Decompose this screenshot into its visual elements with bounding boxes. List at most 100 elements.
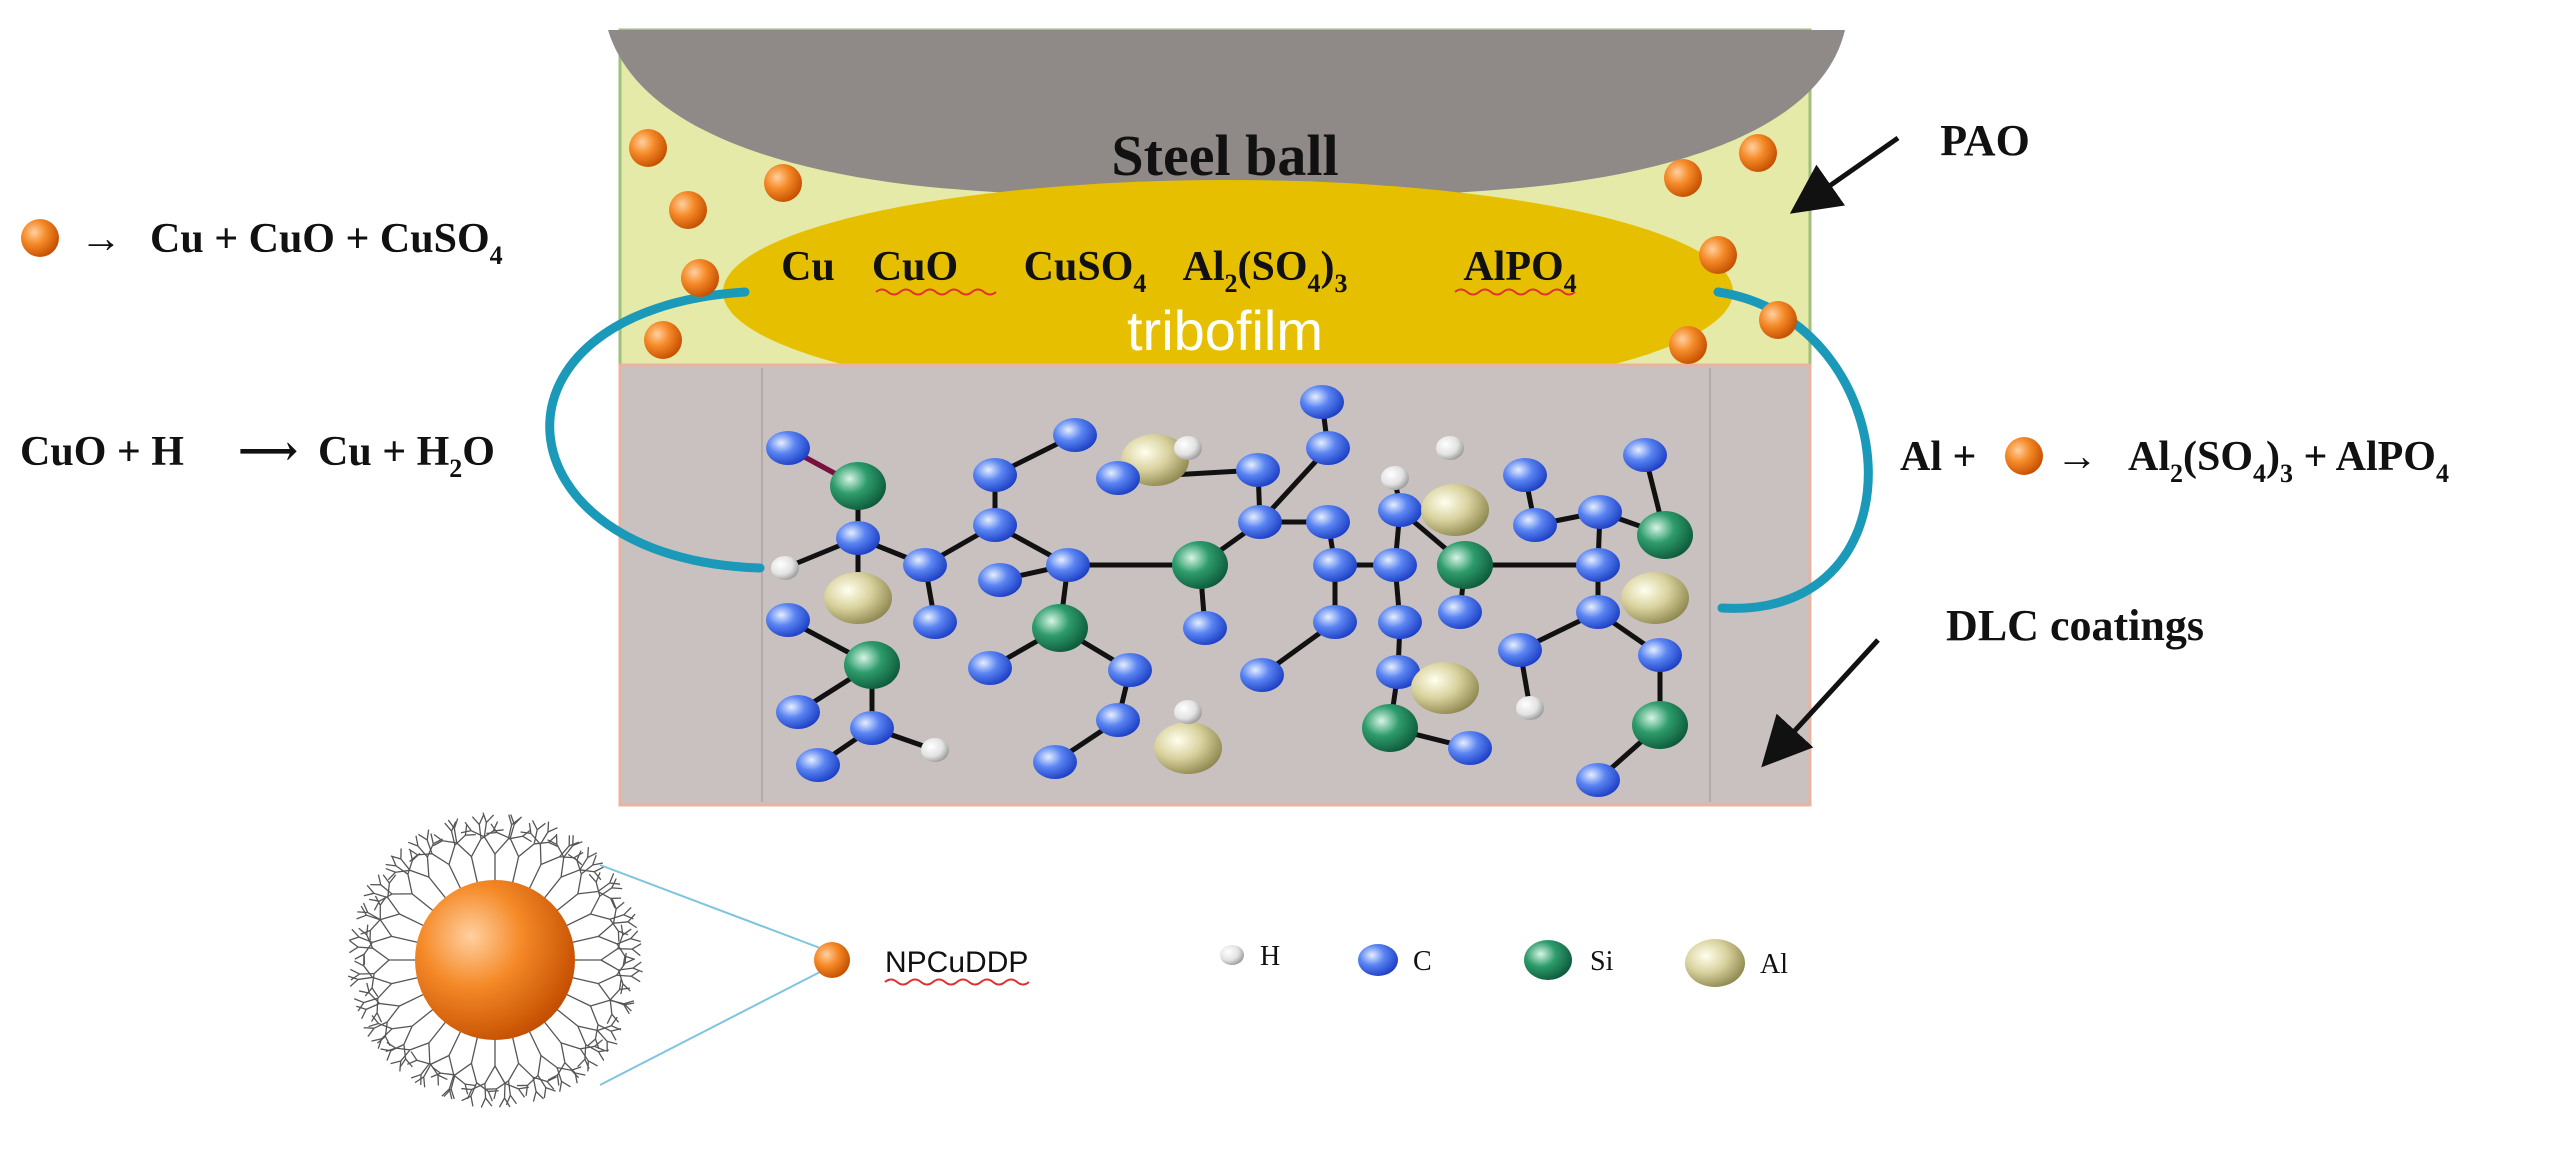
ligand-branch	[557, 1075, 558, 1085]
ligand-branch	[418, 834, 427, 840]
ligand-branch	[349, 937, 359, 940]
ligand-branch	[485, 1066, 495, 1083]
ligand-branch	[544, 1088, 546, 1098]
ligand-branch	[556, 1009, 578, 1026]
zoom-line	[600, 972, 820, 1085]
pao-nanoparticle	[629, 129, 667, 167]
ligand-branch	[377, 998, 378, 1012]
ligand-branch	[372, 988, 378, 997]
carbon-atom	[968, 651, 1012, 685]
pao-nanoparticle	[1664, 159, 1702, 197]
legend-si-swatch	[1524, 940, 1572, 980]
ligand-branch	[561, 1043, 580, 1049]
ligand-branch	[358, 977, 372, 979]
carbon-atom	[1238, 505, 1282, 539]
ligand-branch	[379, 1024, 393, 1029]
carbon-atom	[766, 431, 810, 465]
ligand-branch	[454, 829, 456, 843]
ligand-branch	[367, 885, 374, 893]
ligand-branch	[631, 976, 640, 981]
carbon-atom	[1236, 453, 1280, 487]
ligand-branch	[481, 831, 493, 839]
ligand-branch	[571, 936, 598, 942]
ligand-branch	[620, 979, 622, 989]
tribofilm-species: CuO	[872, 244, 958, 290]
carbon-atom	[1033, 745, 1077, 779]
ligand-branch	[471, 1063, 476, 1082]
ligand-branch	[408, 842, 418, 846]
ligand-branch	[628, 922, 637, 928]
ligand-branch	[472, 817, 479, 825]
spellcheck-underline	[885, 980, 1029, 985]
ligand-branch	[610, 1000, 624, 1003]
ligand-branch	[367, 925, 368, 935]
tribofilm-species-part: Al	[1182, 244, 1224, 290]
reaction-np-decomp-products-part: Cu + CuO + CuSO	[150, 216, 490, 262]
aluminum-atom	[1421, 484, 1489, 536]
carbon-atom	[1306, 505, 1350, 539]
ligand-branch	[625, 959, 634, 963]
ligand-branch	[518, 1089, 524, 1097]
tribofilm-species-part: CuSO	[1024, 244, 1134, 290]
ligand-branch	[380, 920, 391, 937]
carbon-atom	[1313, 605, 1357, 639]
ligand-branch	[510, 1095, 516, 1103]
ligand-branch	[486, 815, 493, 823]
ligand-branch	[544, 877, 561, 899]
reaction-al-products-part: 4	[2436, 459, 2449, 488]
carbon-atom	[1108, 653, 1152, 687]
ligand-branch	[471, 857, 477, 884]
legend-nanoparticle-symbol	[814, 942, 850, 978]
legend-h-swatch	[1220, 945, 1244, 965]
aluminum-atom	[1621, 572, 1689, 624]
ligand-branch	[424, 1077, 425, 1087]
ligand-branch	[412, 1009, 434, 1026]
ligand-branch	[372, 977, 391, 983]
ligand-branch	[596, 882, 600, 896]
ligand-branch	[607, 1041, 617, 1044]
reaction-np-decomp-products-part: 4	[490, 241, 503, 270]
tribofilm-species-part: AlPO	[1463, 244, 1563, 290]
ligand-branch	[488, 1091, 492, 1101]
ligand-branch	[540, 844, 541, 864]
ligand-branch	[495, 1066, 505, 1083]
pao-nanoparticle	[681, 259, 719, 297]
reaction-reduction-products-part: Cu + H	[318, 429, 449, 475]
pao-nanoparticle	[669, 191, 707, 229]
ligand-branch	[387, 1051, 391, 1061]
ligand-branch	[614, 922, 628, 923]
ligand-branch	[427, 830, 428, 840]
reaction-reduction-reactants: CuO + H	[20, 429, 184, 475]
ligand-branch	[633, 962, 641, 968]
ligand-branch	[485, 1083, 486, 1098]
ligand-branch	[512, 1036, 518, 1063]
pao-nanoparticle	[644, 321, 682, 359]
ligand-branch	[471, 1096, 473, 1106]
ligand-branch	[487, 832, 497, 833]
ligand-branch	[374, 960, 389, 974]
ligand-branch	[538, 1056, 541, 1076]
ligand-branch	[631, 931, 638, 939]
ligand-branch	[611, 1017, 617, 1026]
ligand-branch	[578, 1059, 585, 1067]
ligand-branch	[431, 834, 433, 844]
ligand-branch	[632, 944, 641, 949]
nanoparticle-core	[415, 880, 575, 1040]
carbon-atom	[1448, 731, 1492, 765]
carbon-atom	[1438, 595, 1482, 629]
ligand-branch	[362, 1009, 367, 1018]
ligand-branch	[381, 1049, 391, 1051]
ligand-branch	[510, 838, 518, 856]
ligand-branch	[404, 1026, 412, 1044]
reaction-al-products: Al2(SO4)3 + AlPO4	[2128, 434, 2449, 488]
ligand-branch	[509, 1063, 519, 1080]
carbon-atom	[1053, 418, 1097, 452]
silicon-atom	[1172, 541, 1228, 589]
aluminum-atom	[1411, 662, 1479, 714]
ligand-branch	[529, 864, 541, 889]
ligand-branch	[378, 984, 392, 999]
ligand-branch	[483, 813, 486, 823]
ligand-branch	[624, 907, 631, 914]
ligand-branch	[374, 1022, 387, 1028]
